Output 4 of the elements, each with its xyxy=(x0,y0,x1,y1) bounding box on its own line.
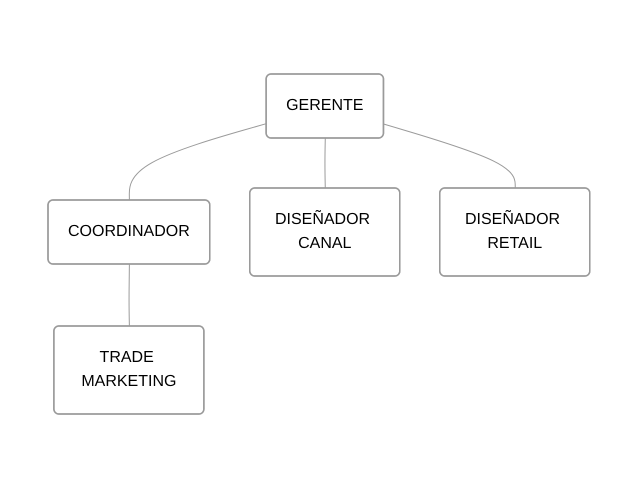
connector xyxy=(128,123,268,201)
connector xyxy=(128,264,130,327)
connector xyxy=(384,124,516,189)
connector xyxy=(324,138,326,189)
